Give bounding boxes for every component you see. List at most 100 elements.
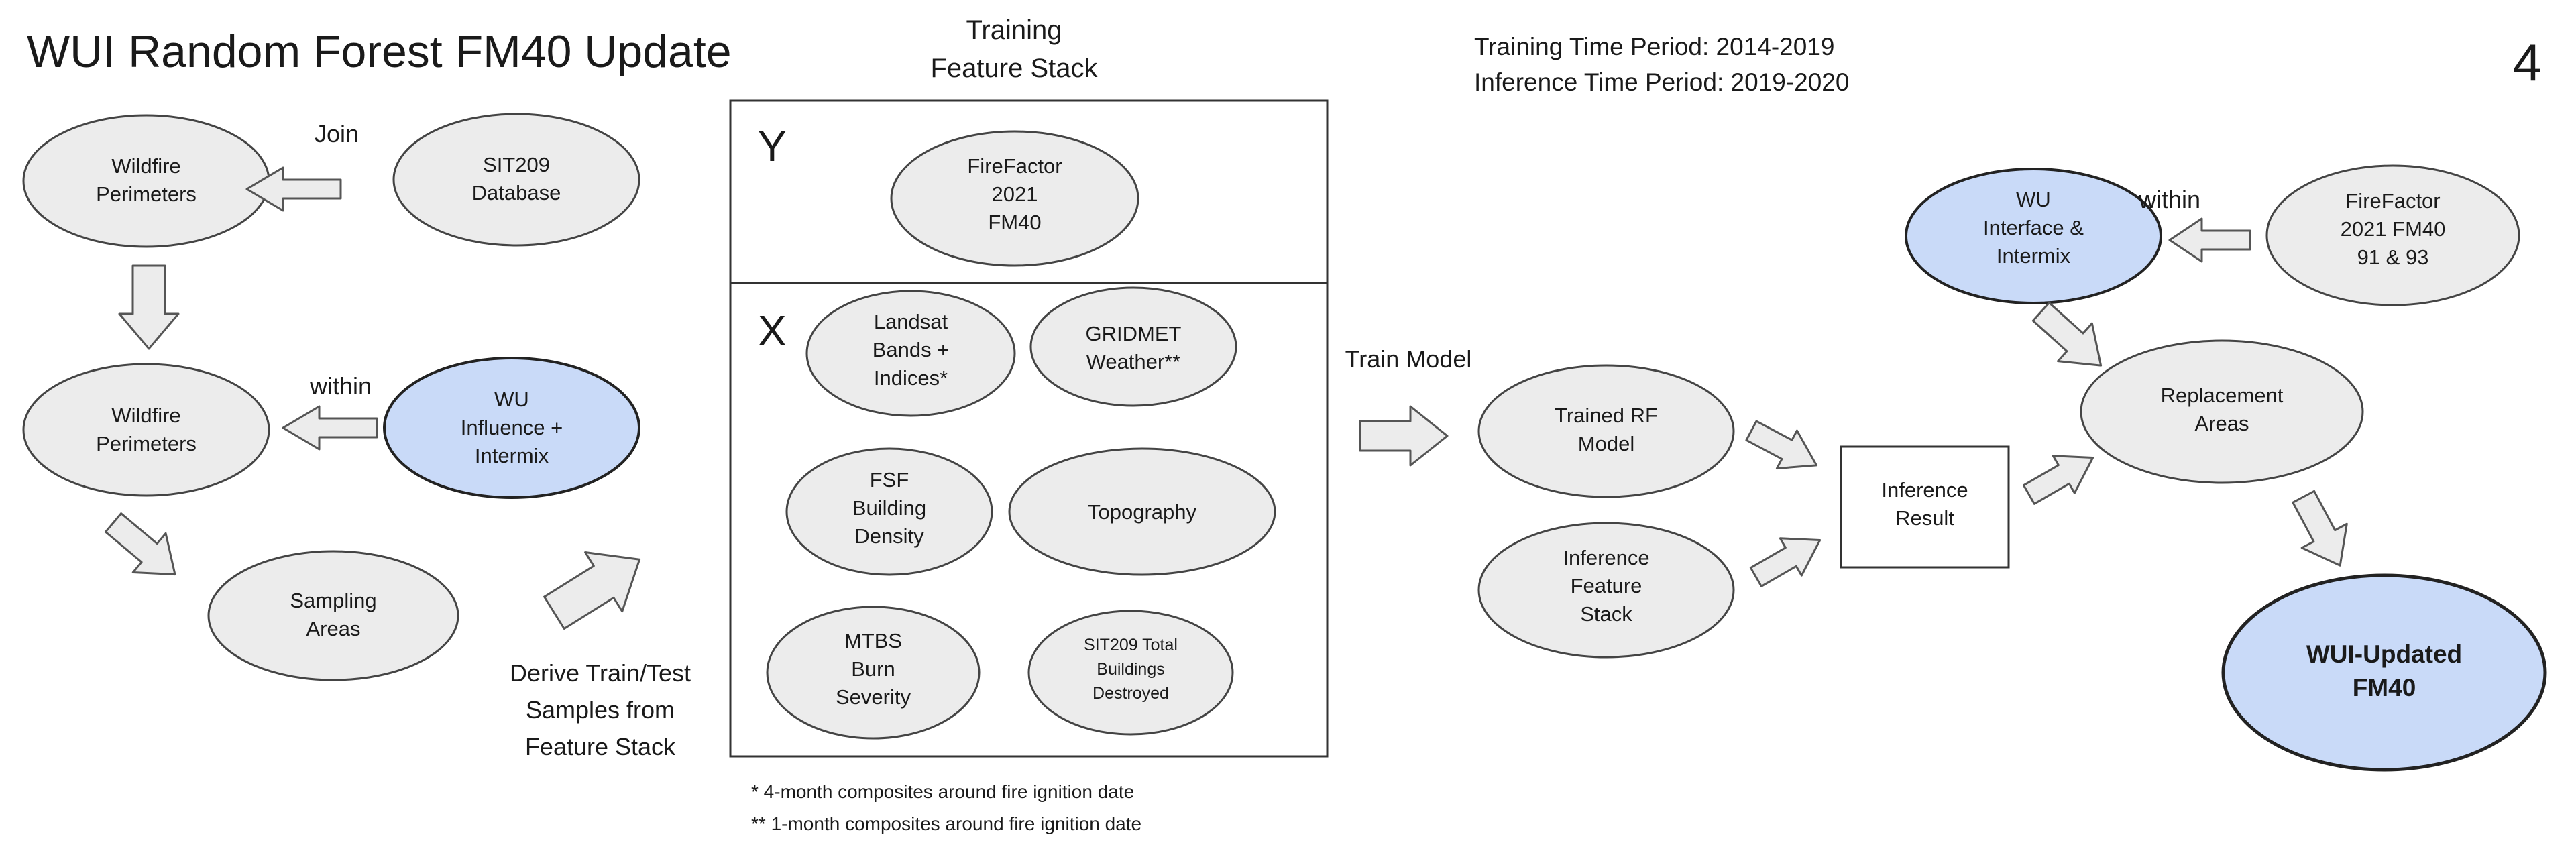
slide-title: WUI Random Forest FM40 Update xyxy=(27,26,732,77)
train-model-label: Train Model xyxy=(1345,345,1472,373)
gridmet-text: GRIDMET Weather** xyxy=(1086,322,1182,374)
arrow-to-sampling xyxy=(104,512,176,576)
stack-title-line-2: Feature Stack xyxy=(930,54,1098,83)
node-line: WU xyxy=(2016,188,2051,211)
landsat-text: Landsat Bands + Indices* xyxy=(873,310,950,390)
landsat-node xyxy=(805,290,1016,417)
node-line: Intermix xyxy=(475,444,549,467)
node-line: Wildfire xyxy=(111,404,180,427)
arrow-down-perimeters xyxy=(118,264,180,350)
arrow-train-model xyxy=(1359,405,1449,467)
inference-stack-node xyxy=(1477,522,1735,659)
sit209-database-text: SIT209 Database xyxy=(472,153,561,205)
node-line: 91 & 93 xyxy=(2357,245,2429,269)
training-period: Training Time Period: 2014-2019 xyxy=(1474,33,1835,60)
node-line: FM40 xyxy=(2353,674,2416,701)
node-line: Weather** xyxy=(1086,350,1181,374)
firefactor-fm40-node xyxy=(2265,164,2520,306)
node-line: SIT209 xyxy=(483,153,550,176)
node-line: Intermix xyxy=(1997,244,2071,268)
node-line: Stack xyxy=(1580,602,1632,626)
node-line: Inference xyxy=(1881,478,1968,502)
node-line: Influence + xyxy=(461,416,563,439)
within-label-right: within xyxy=(2138,186,2200,213)
node-line: Bands + xyxy=(873,338,950,361)
wui-updated-node xyxy=(2221,573,2547,772)
derive-label: Derive Train/Test Samples from Feature S… xyxy=(510,659,691,760)
wu-interface-text: WU Interface & Intermix xyxy=(1983,188,2084,268)
node-line: Trained RF xyxy=(1555,404,1658,427)
node-line: SIT209 Total xyxy=(1084,636,1178,654)
node-line: Burn xyxy=(851,657,895,681)
node-line: Replacement xyxy=(2161,384,2284,407)
inference-result-text: Inference Result xyxy=(1881,478,1968,530)
footnote-2: ** 1-month composites around fire igniti… xyxy=(751,813,1141,834)
stack-x-label: X xyxy=(758,306,787,355)
node-line: FireFactor xyxy=(2345,189,2440,213)
node-line: GRIDMET xyxy=(1086,322,1182,345)
wildfire-perimeters-node-2 xyxy=(22,363,270,497)
arrow-interface-to-replacement xyxy=(2031,301,2103,367)
node-line: Feature xyxy=(1571,574,1642,597)
replacement-areas-node xyxy=(2080,339,2364,484)
topography-text: Topography xyxy=(1088,500,1197,524)
mtbs-node xyxy=(766,606,981,740)
sampling-areas-text: Sampling Areas xyxy=(290,589,376,640)
node-line: Areas xyxy=(2195,412,2249,435)
derive-line: Feature Stack xyxy=(525,733,676,760)
node-line: Severity xyxy=(836,685,911,709)
replacement-areas-text: Replacement Areas xyxy=(2161,384,2284,435)
arrow-to-wui-updated xyxy=(2292,490,2348,567)
node-line: Model xyxy=(1578,432,1634,455)
node-line: MTBS xyxy=(844,629,902,652)
join-label: Join xyxy=(315,120,359,148)
slide-number: 4 xyxy=(2513,33,2542,92)
trained-rf-text: Trained RF Model xyxy=(1555,404,1658,455)
arrow-stack-to-result xyxy=(1749,537,1822,587)
inference-result-box xyxy=(1840,445,2010,569)
node-line: FM40 xyxy=(988,211,1041,234)
node-line: 2021 xyxy=(992,182,1038,206)
node-line: Result xyxy=(1895,506,1954,530)
stack-y-label: Y xyxy=(758,122,787,170)
arrow-within-left xyxy=(282,405,378,451)
firefactor-2021-text: FireFactor 2021 FM40 xyxy=(967,154,1062,234)
arrow-derive xyxy=(543,551,641,630)
node-line: Landsat xyxy=(874,310,948,333)
arrow-join xyxy=(245,166,342,212)
sampling-areas-node xyxy=(207,550,459,681)
node-line: WUI-Updated xyxy=(2306,640,2462,668)
sit209-database-node xyxy=(392,113,640,247)
topography-node xyxy=(1008,447,1276,576)
trained-rf-node xyxy=(1477,364,1735,498)
node-line: Database xyxy=(472,181,561,205)
node-line: Wildfire xyxy=(111,154,180,178)
node-line: Inference xyxy=(1563,546,1649,569)
derive-line: Derive Train/Test xyxy=(510,659,691,687)
inference-period: Inference Time Period: 2019-2020 xyxy=(1474,68,1849,96)
wildfire-perimeters-node-1 xyxy=(22,114,270,248)
sit209-total-text: SIT209 Total Buildings Destroyed xyxy=(1084,636,1178,703)
inference-stack-text: Inference Feature Stack xyxy=(1563,546,1649,626)
node-line: FireFactor xyxy=(967,154,1062,178)
wu-influence-text: WU Influence + Intermix xyxy=(461,388,563,467)
wu-influence-node xyxy=(383,357,640,499)
node-line: FSF xyxy=(870,468,909,492)
node-line: WU xyxy=(494,388,529,411)
node-line: Density xyxy=(854,524,924,548)
arrow-within-right xyxy=(2168,217,2251,263)
stack-title-line-1: Training xyxy=(966,15,1062,45)
firefactor-2021-node xyxy=(890,130,1139,267)
firefactor-fm40-text: FireFactor 2021 FM40 91 & 93 xyxy=(2341,189,2446,269)
within-label-left: within xyxy=(309,372,372,400)
wu-interface-node xyxy=(1905,168,2162,304)
wui-updated-text: WUI-Updated FM40 xyxy=(2306,640,2462,701)
footnote-1: * 4-month composites around fire ignitio… xyxy=(751,781,1134,802)
wildfire-perimeters-1-text: Wildfire Perimeters xyxy=(96,154,197,206)
fsf-node xyxy=(785,447,993,576)
node-line: Building xyxy=(852,496,926,520)
node-line: Perimeters xyxy=(96,182,197,206)
wildfire-perimeters-2-text: Wildfire Perimeters xyxy=(96,404,197,455)
